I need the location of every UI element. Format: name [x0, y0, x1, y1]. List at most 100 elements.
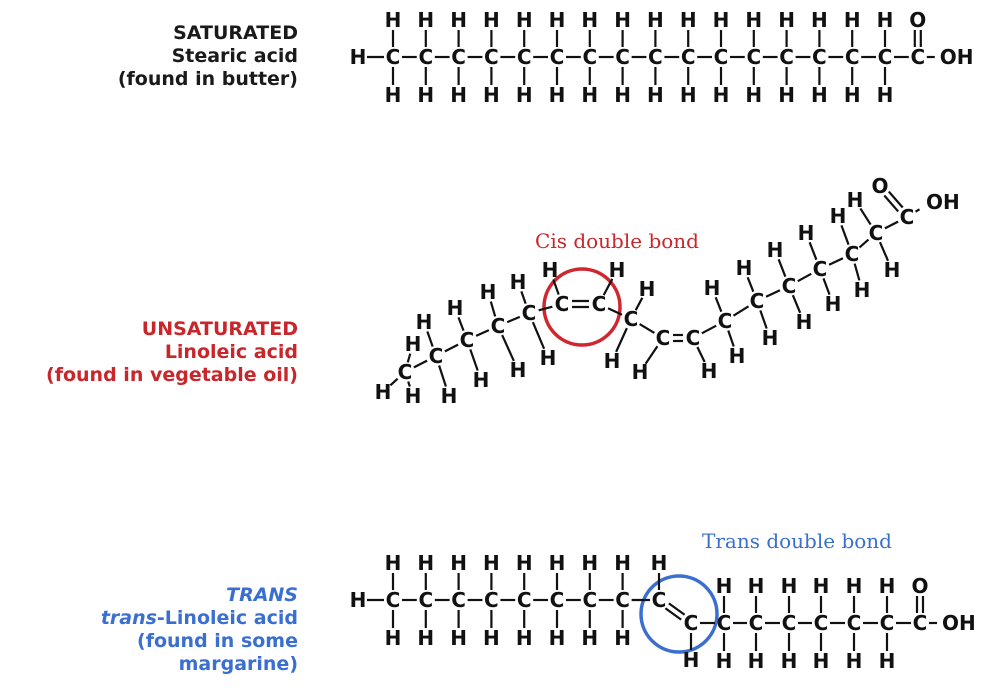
hydroxyl-group: OH [940, 45, 974, 69]
single-bond [407, 381, 411, 387]
single-bond [426, 331, 434, 347]
single-bond [853, 263, 861, 281]
hydrogen-atom: H [450, 83, 467, 107]
single-bond [859, 207, 872, 226]
hydrogen-atom: H [441, 384, 458, 408]
carbon-atom: C [681, 45, 696, 69]
hydrogen-atom: H [385, 551, 402, 575]
single-bond [501, 334, 515, 362]
hydrogen-atom: H [647, 83, 664, 107]
hydrogen-atom: H [614, 551, 631, 575]
carbon-atom: C [910, 45, 925, 69]
carbon-atom: C [656, 326, 671, 350]
single-bond [444, 343, 459, 353]
hydrogen-atom: H [811, 83, 828, 107]
single-bond [914, 208, 921, 213]
single-bond [457, 316, 465, 332]
carbon-atom: C [522, 301, 537, 325]
carbon-atom: C [652, 588, 667, 612]
hydrogen-atom: H [713, 83, 730, 107]
single-bond [808, 241, 818, 261]
carbon-atom: C [460, 328, 475, 352]
terminal-hydrogen: H [350, 588, 367, 612]
single-bond [878, 241, 890, 262]
carbon-atom: C [615, 45, 630, 69]
hydrogen-atom: H [844, 83, 861, 107]
hydrogen-atom: H [647, 8, 664, 32]
hydrogen-atom: H [736, 256, 753, 280]
hydrogen-atom: H [748, 649, 765, 673]
hydrogen-atom: H [385, 8, 402, 32]
single-bond [475, 329, 490, 337]
carbon-atom: C [491, 314, 506, 338]
hydrogen-atom: H [614, 83, 631, 107]
hydrogen-atom: H [639, 277, 656, 301]
carbon-atom: C [779, 45, 794, 69]
hydrogen-atom: H [549, 551, 566, 575]
single-bond [858, 238, 870, 249]
carbon-atom: C [398, 360, 413, 384]
hydroxyl-group: OH [942, 611, 976, 635]
double-bond [668, 602, 686, 616]
hydrogen-atom: H [450, 8, 467, 32]
double-bond [664, 607, 682, 621]
single-bond [602, 278, 614, 296]
hydrogen-atom: H [375, 380, 392, 404]
single-bond [469, 349, 479, 371]
hydrogen-atom: H [651, 551, 668, 575]
unsaturated-source: (found in vegetable oil) [46, 364, 298, 386]
saturated-category: SATURATED [173, 22, 298, 44]
trans-source-line2: margarine) [178, 653, 298, 675]
hydrogen-atom: H [748, 574, 765, 598]
single-bond [840, 225, 850, 245]
single-bond [822, 277, 831, 296]
hydrogen-atom: H [516, 551, 533, 575]
hydrogen-atom: H [447, 296, 464, 320]
trans-label: TRANS trans-Linoleic acid (found in some… [101, 584, 298, 676]
hydrogen-atom: H [796, 310, 813, 334]
hydrogen-atom: H [510, 358, 527, 382]
single-bond [639, 323, 655, 334]
hydrogen-atom: H [716, 574, 733, 598]
carbon-atom: C [714, 45, 729, 69]
carbonyl-oxygen: O [909, 8, 926, 32]
single-bond [696, 346, 706, 363]
hydrogen-atom: H [846, 649, 863, 673]
hydrogen-atom: H [811, 8, 828, 32]
single-bond [777, 258, 787, 278]
unsaturated-category: UNSATURATED [141, 318, 298, 340]
hydrogen-atom: H [879, 649, 896, 673]
hydrogen-atom: H [825, 292, 842, 316]
cis-bond-highlight [542, 267, 622, 347]
carbon-atom: C [615, 588, 630, 612]
trans-name-suffix: -Linoleic acid [156, 607, 298, 629]
hydrogen-atom: H [767, 238, 784, 262]
hydrogen-atom: H [716, 649, 733, 673]
hydrogen-atom: H [813, 574, 830, 598]
hydrogen-atom: H [483, 8, 500, 32]
hydrogen-atom: H [762, 326, 779, 350]
carbon-atom: C [845, 242, 860, 266]
carbon-atom: C [550, 45, 565, 69]
single-bond [727, 330, 735, 347]
carbon-atom: C [684, 611, 699, 635]
hydrogen-atom: H [614, 8, 631, 32]
carbon-atom: C [782, 611, 797, 635]
hydrogen-atom: H [781, 574, 798, 598]
carbon-atom: C [718, 309, 733, 333]
hydrogen-atom: H [778, 83, 795, 107]
carbon-atom: C [517, 588, 532, 612]
hydrogen-atom: H [604, 349, 621, 373]
carbon-atom: C [913, 611, 928, 635]
carbon-atom: C [484, 588, 499, 612]
carbonyl-double-bond [888, 190, 904, 209]
carbonyl-double-bond [883, 194, 899, 213]
single-bond [714, 296, 723, 313]
hydrogen-atom: H [798, 221, 815, 245]
saturated-source: (found in butter) [117, 68, 298, 90]
hydrogen-atom: H [385, 83, 402, 107]
